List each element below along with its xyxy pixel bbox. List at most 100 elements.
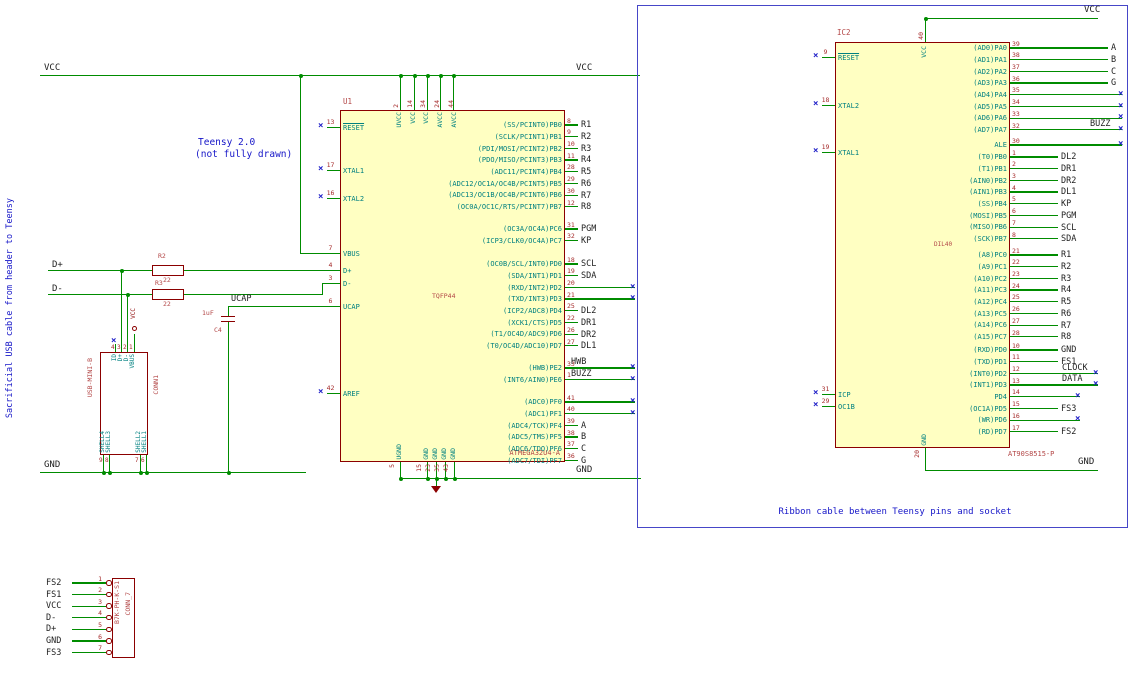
wire-segment [1010,144,1122,146]
pin-name: (HWB)PE2 [528,364,562,373]
pin-stub-wire [565,275,578,277]
no-connect-icon [1118,113,1123,122]
net-label: DR2 [1061,175,1077,186]
wire-segment [925,470,1098,472]
u1-bottom-pin: UGND [394,424,406,460]
pin-stub-wire [565,171,578,173]
ic-pin-row: (OC0B/SCL/INT0)PD0 18 SCL SCL [415,256,695,270]
pin-number: 22 [1012,258,1020,267]
ic-pin-row: (ADC13/OC1B/OC4B/PCINT6)PB6 30 R7 R7 [415,186,695,201]
junction-dot [412,73,417,78]
pin-name: D- [343,279,352,288]
u1-pin-xtal1: 17 XTAL1 [298,161,458,177]
pin-number: 6 [98,632,102,641]
pin-number: 5 [1012,195,1016,204]
ic2-right-pins-pb: (T0)PB0 1 DL2 DL2 (T1)PB1 2 DR1 DR1 (AIN… [860,149,1131,245]
connector-pin-column: 1 VBUS [129,344,136,454]
pin-number: 2 [1012,160,1016,169]
pin-name: (INT0)PD2 [969,369,1007,378]
ic-pin-row: (ICP3/CLK0/OC4A)PC7 32 KP KP [415,232,695,247]
pin-number: 24 [432,100,441,108]
pin-name: (AD0)PA0 [973,44,1007,53]
u1-pin-ucap: 6 UCAP [298,297,458,313]
pin-number: 27 [567,337,575,346]
pin-stub-wire [822,151,835,153]
left-margin-note: Sacrificial USB cable from header to Tee… [5,198,15,419]
no-connect-icon [1118,90,1123,99]
resistor-r2-ref: R2 [158,252,166,260]
pin-number: 7 [98,644,102,653]
pin-name: (ADC12/OC1A/OC4B/PCINT5)PB5 [448,179,562,188]
conn7-body [112,578,135,658]
ic-pin-row: (RXD)PD0 10 GND GND [860,342,1131,356]
pin-stub-wire [327,269,340,271]
net-label: R7 [1061,320,1072,331]
net-label-vcc: VCC [44,63,61,73]
wire-segment [140,455,142,473]
ic-pin-row: (ADC1)PF1 40 [415,405,695,420]
ic-pin-row: (INT0)PD2 12 CLOCK CLOCK [860,363,1131,380]
pin-name: (SCLK/PCINT1)PB1 [494,132,562,141]
pin-stub-wire [822,56,835,58]
pin-number: 21 [567,290,575,299]
pin-name: (A8)PC0 [977,251,1007,260]
pin-number: 30 [567,186,575,195]
pin-stub-wire [565,206,578,208]
net-label-vcc: VCC [1084,5,1101,15]
ic-pin-row: (MISO)PB6 7 SCL SCL [860,219,1131,233]
pin-stub-wire [1010,312,1058,315]
net-label: R6 [581,178,592,189]
junction-dot [398,476,403,481]
pin-number: 37 [1012,63,1020,72]
ic-pin-row: (A8)PC0 21 R1 R1 [860,247,1131,261]
pin-number: 9 [567,128,571,137]
junction-dot [425,476,430,481]
pin-number: 28 [567,163,575,172]
pin-stub-wire [327,197,340,199]
pin-name: (MOSI)PB5 [969,211,1007,220]
capacitor-plate [221,315,235,318]
pin-stub-wire [565,159,578,161]
pin-stub-wire [822,393,835,395]
pin-name: UCAP [343,302,360,311]
pin-number: 42 [326,384,335,392]
u1-bottom-pin-number: 5 [388,464,402,478]
teensy-note-line1: Teensy 2.0 [198,137,256,148]
ic-pin-row: (ADC12/OC1A/OC4B/PCINT5)PB5 29 R6 R6 [415,175,695,190]
ic-pin-row: (HWB)PE2 33 HWB HWB [415,357,695,374]
pin-number: 24 [1012,281,1020,290]
net-label: G [581,455,587,466]
net-label: R2 [581,132,592,143]
pin-name: (ADC0)PF0 [524,398,562,407]
net-label: DR1 [1061,164,1077,175]
net-label-dminus: D- [52,284,63,294]
pin-name: (AIN0)PB2 [969,176,1007,185]
pin-name: UGND [395,444,403,460]
net-label: R8 [581,202,592,213]
pin-stub-wire [565,459,578,462]
pin-number: 31 [821,385,830,393]
ic2-reference: IC2 [837,28,851,37]
pin-number: 16 [1012,411,1020,420]
connector-pin-column: 8 SHELL3 [105,353,112,464]
wire-segment [40,472,306,474]
pin-stub-wire [565,147,578,150]
pin-name: (OC3A/OC4A)PC6 [502,225,562,234]
pin-stub-wire [1010,407,1058,410]
pin-name: (OC0A/OC1C/RTS/PCINT7)PB7 [456,203,562,211]
pin-number: 32 [1012,121,1020,130]
wire-segment [322,283,324,295]
u1-top-pin-numbers: 2 14 34 24 44 [392,78,461,108]
pin-stub-wire [1010,214,1058,217]
wire-segment [48,270,152,272]
net-label: FS3 [1061,403,1077,414]
u1-right-pins-pe: (HWB)PE2 33 HWB HWB (INT6/AIN0)PE6 1 BUZ… [415,357,695,385]
vertical-pin-number: 24 [432,78,448,108]
pin-number: 19 [821,143,830,151]
pin-number: 22 [567,314,575,323]
ribbon-note: Ribbon cable between Teensy pins and soc… [778,507,1012,517]
pin-number: 32 [567,232,575,241]
pin-name: (AD5)PA5 [973,102,1007,111]
ic2-pin-xtal2: 18 XTAL2 [793,96,953,112]
net-label-gnd: GND [576,465,593,475]
